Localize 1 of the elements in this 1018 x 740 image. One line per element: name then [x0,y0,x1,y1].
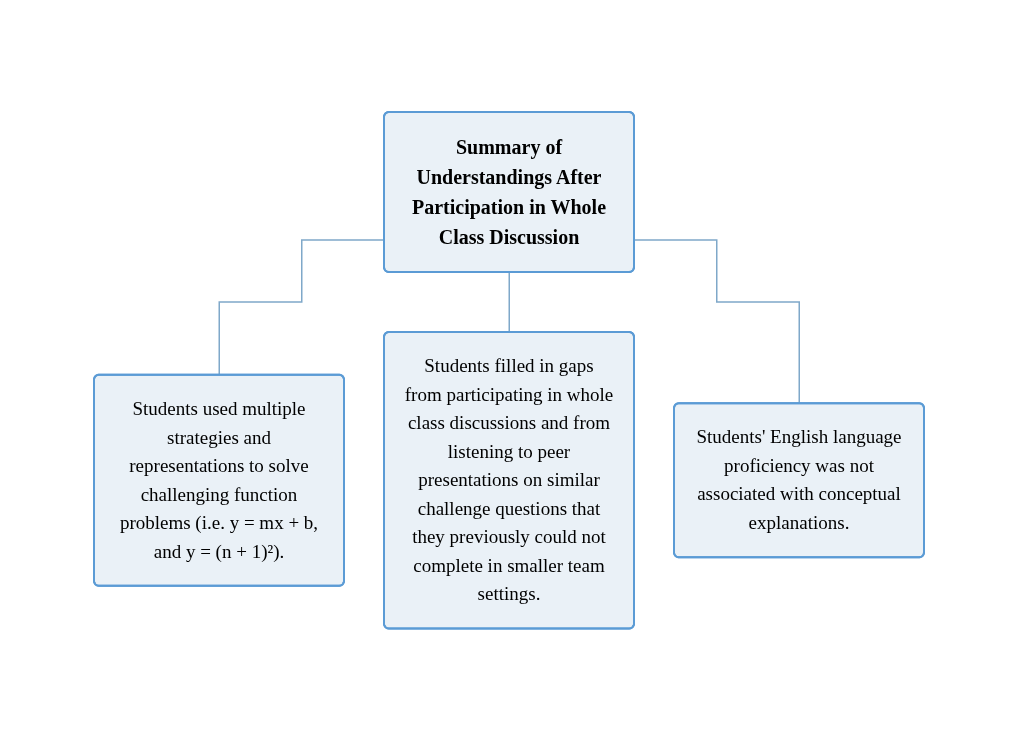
connector [508,271,511,333]
